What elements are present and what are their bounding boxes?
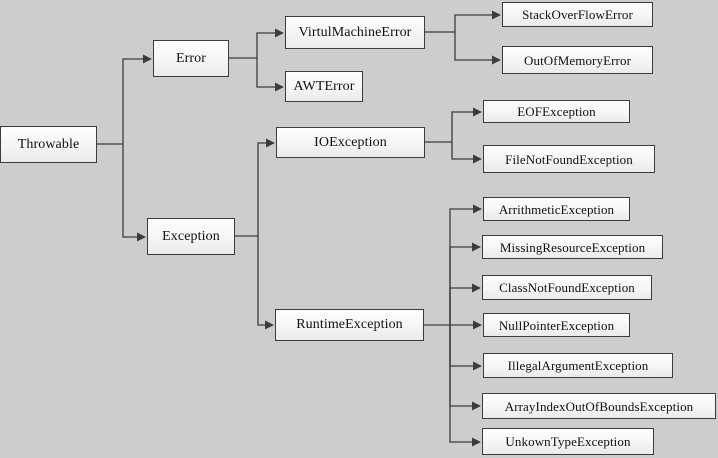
node-filenotfound[interactable]: FileNotFoundException (483, 145, 655, 173)
edge-throwable-to-exception (122, 144, 146, 242)
edge-runtimeexception-to-classnotfound (449, 283, 481, 325)
node-arrithmetic[interactable]: ArrithmeticException (483, 197, 630, 221)
node-awterror[interactable]: AWTError (285, 71, 363, 102)
edge-exception-to-ioexception (257, 138, 275, 236)
edge-exception-to-runtimeexception (257, 236, 274, 330)
edge-error-to-awterror (256, 58, 284, 92)
node-exception[interactable]: Exception (147, 218, 235, 255)
node-outofmemory[interactable]: OutOfMemoryError (502, 46, 653, 74)
node-virtulmachine[interactable]: VirtulMachineError (285, 16, 425, 49)
node-ioexception[interactable]: IOException (276, 127, 425, 158)
edge-runtimeexception-to-arrithmetic (449, 204, 482, 325)
node-eofexception[interactable]: EOFException (483, 100, 630, 123)
edge-throwable-to-error (122, 54, 152, 144)
node-throwable[interactable]: Throwable (0, 126, 97, 163)
node-nullpointer[interactable]: NullPointerException (483, 313, 630, 337)
node-stackoverflow[interactable]: StackOverFlowError (502, 2, 653, 27)
edge-ioexception-to-eofexception (451, 107, 482, 142)
node-arrayindex[interactable]: ArrayIndexOutOfBoundsException (482, 393, 716, 419)
edge-ioexception-to-filenotfound (451, 142, 482, 164)
node-illegalargument[interactable]: IllegalArgumentException (483, 353, 673, 378)
node-runtimeexception[interactable]: RuntimeException (275, 309, 424, 341)
node-unkowntype[interactable]: UnkownTypeException (482, 428, 654, 455)
edge-error-to-virtulmachine (256, 28, 284, 58)
edge-virtulmachine-to-stackoverflow (454, 10, 501, 32)
edge-runtimeexception-to-illegalargument (449, 325, 482, 371)
node-classnotfound[interactable]: ClassNotFoundException (482, 275, 652, 300)
node-missingresource[interactable]: MissingResourceException (482, 235, 663, 259)
edge-runtimeexception-to-missingresource (449, 242, 481, 325)
edge-paths (97, 10, 501, 447)
edge-virtulmachine-to-outofmemory (454, 32, 501, 65)
node-error[interactable]: Error (153, 40, 229, 77)
edge-runtimeexception-to-unkowntype (449, 325, 481, 447)
